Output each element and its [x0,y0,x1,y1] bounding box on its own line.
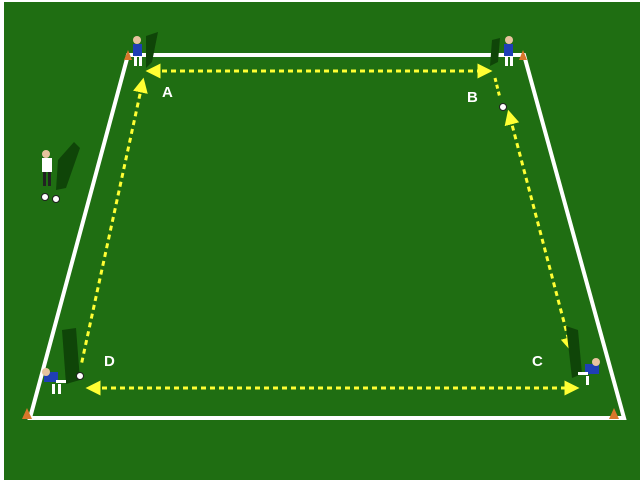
coach-ball-2 [53,196,60,203]
station-label-a: A [162,84,173,101]
ball-b [500,104,507,111]
ball-d [77,373,84,380]
station-label-c: C [532,353,543,370]
coach-ball-1 [42,194,49,201]
station-label-d: D [104,353,115,370]
station-label-b: B [467,89,478,106]
pitch-background [4,2,640,480]
